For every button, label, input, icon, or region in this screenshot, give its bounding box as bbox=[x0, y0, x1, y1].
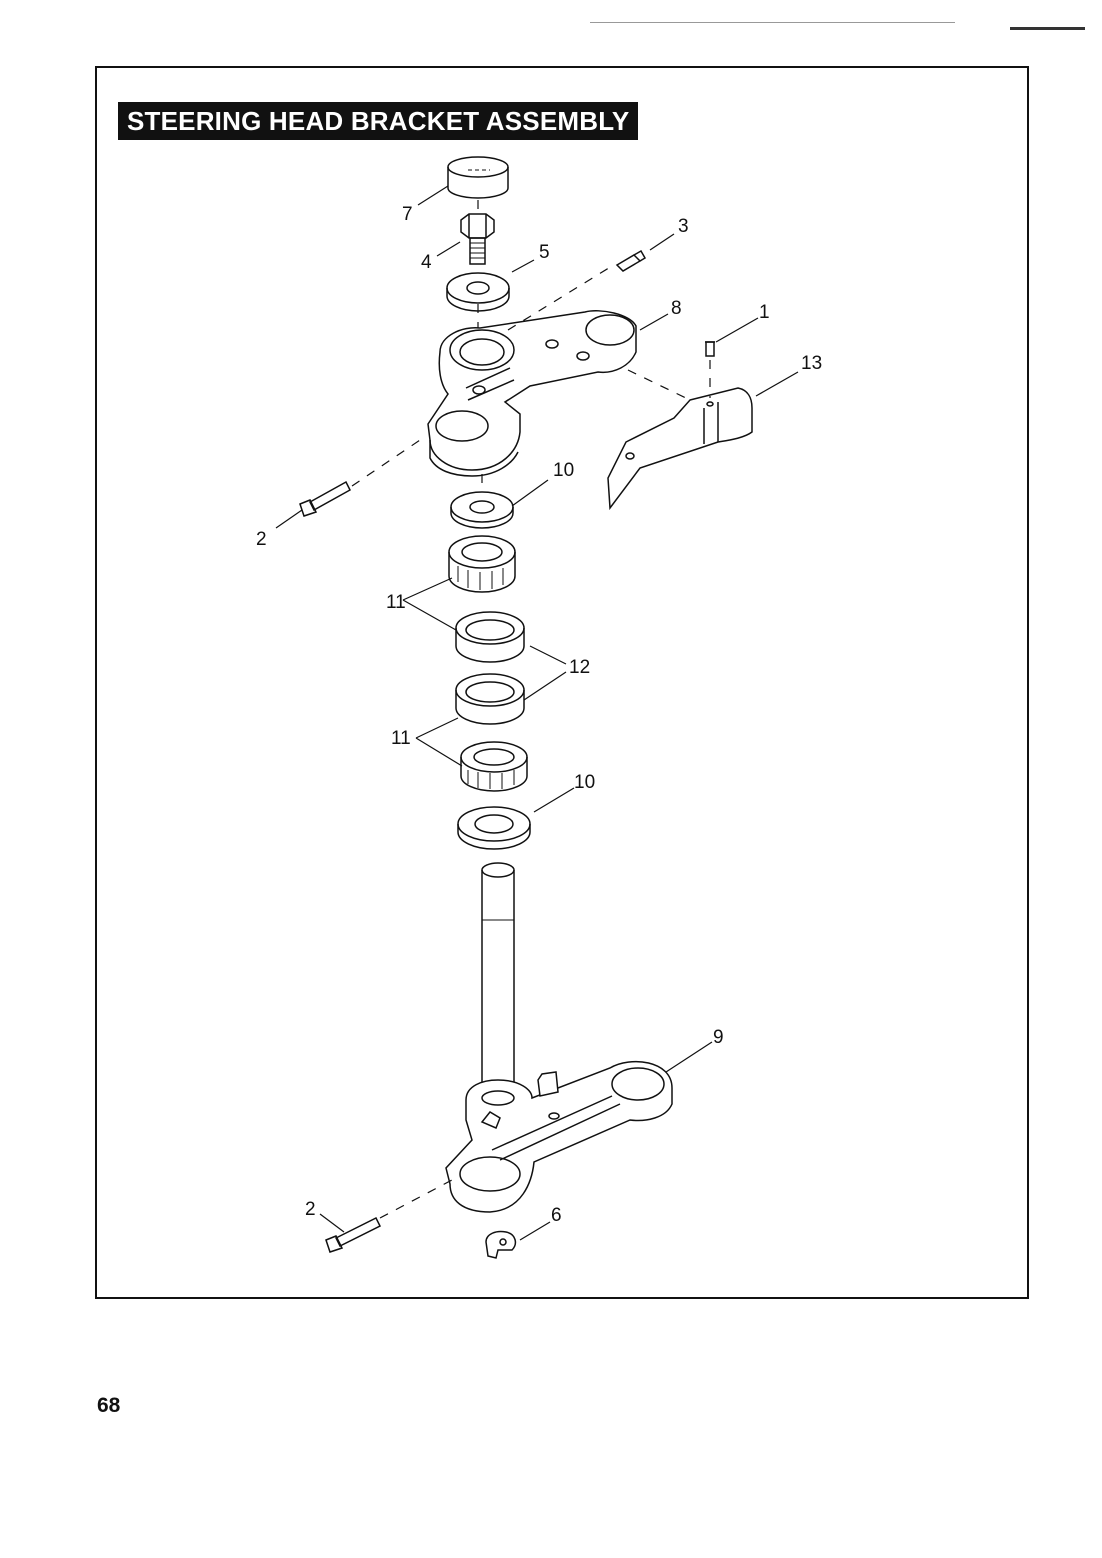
diagram-frame bbox=[95, 66, 1029, 1299]
alignment-lines bbox=[351, 200, 711, 1219]
page-number: 68 bbox=[97, 1394, 121, 1417]
callout-4: 4 bbox=[421, 252, 432, 273]
callout-5: 5 bbox=[539, 242, 550, 263]
callout-2-lower: 2 bbox=[305, 1199, 316, 1220]
callout-3: 3 bbox=[678, 216, 689, 237]
part-bolt bbox=[460, 213, 495, 265]
top-edge-mark bbox=[1010, 27, 1085, 30]
page-title: STEERING HEAD BRACKET ASSEMBLY bbox=[118, 102, 639, 140]
part-dust-shield-upper bbox=[450, 491, 514, 529]
part-dust-shield-lower bbox=[457, 806, 531, 850]
callout-13: 13 bbox=[801, 353, 822, 374]
callout-6: 6 bbox=[551, 1205, 562, 1226]
callout-8: 8 bbox=[671, 298, 682, 319]
part-upper-bracket bbox=[427, 310, 637, 477]
callout-10-upper: 10 bbox=[553, 460, 574, 481]
part-clip bbox=[485, 1230, 517, 1259]
part-screw-small bbox=[705, 341, 715, 357]
part-cap bbox=[447, 156, 509, 199]
part-screw-upper bbox=[615, 249, 647, 272]
callout-10-lower: 10 bbox=[574, 772, 595, 793]
leader-lines bbox=[275, 185, 799, 1241]
part-side-cover bbox=[607, 387, 753, 511]
callout-11-lower: 11 bbox=[391, 728, 411, 749]
callout-11-upper: 11 bbox=[386, 592, 406, 613]
callout-1: 1 bbox=[759, 302, 770, 323]
top-rule bbox=[590, 22, 955, 23]
part-race-upper bbox=[455, 611, 525, 663]
part-bearing-lower bbox=[460, 741, 528, 792]
part-bearing-upper bbox=[448, 535, 516, 593]
callout-12: 12 bbox=[569, 657, 590, 678]
part-lower-bracket bbox=[445, 1060, 673, 1213]
part-pinch-bolt-upper bbox=[299, 480, 351, 517]
callout-9: 9 bbox=[713, 1027, 724, 1048]
callout-labels: 7 4 5 3 8 1 13 10 2 11 12 11 10 9 2 6 bbox=[256, 204, 822, 1226]
part-steering-stem bbox=[481, 862, 515, 1105]
callout-2-upper: 2 bbox=[256, 529, 267, 550]
callout-7: 7 bbox=[402, 204, 413, 225]
part-race-lower bbox=[455, 673, 525, 725]
part-pinch-bolt-lower bbox=[325, 1216, 382, 1253]
